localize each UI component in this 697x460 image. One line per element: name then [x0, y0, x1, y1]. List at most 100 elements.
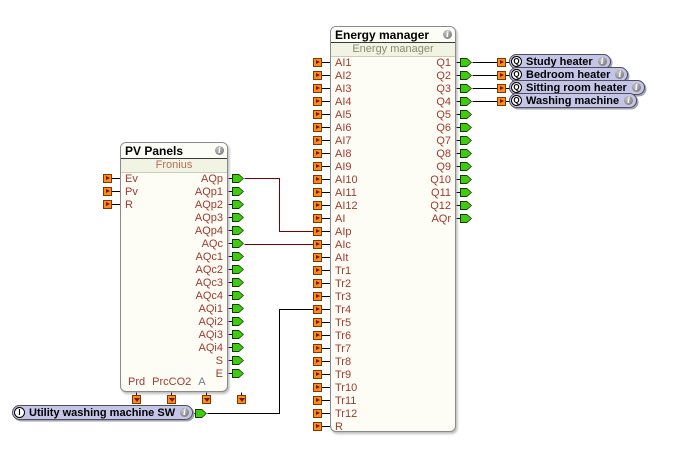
input-connector-Tr2[interactable]: [313, 279, 322, 288]
output-connector-AQp4[interactable]: [232, 226, 244, 235]
output-connector-Q6[interactable]: [460, 123, 472, 132]
bottom-connector-3[interactable]: [237, 395, 246, 404]
bottom-connector-0[interactable]: [132, 395, 141, 404]
output-connector-Q5[interactable]: [460, 110, 472, 119]
info-icon[interactable]: i: [631, 83, 641, 92]
input-connector-AI1[interactable]: [313, 58, 322, 67]
info-icon[interactable]: i: [597, 57, 607, 66]
block-title: PV Panels: [125, 143, 184, 158]
output-connector-S[interactable]: [232, 356, 244, 365]
output-connector-Q2[interactable]: [460, 71, 472, 80]
output-connector-AQi3[interactable]: [232, 330, 244, 339]
output-connector-AQp[interactable]: [232, 174, 244, 183]
info-icon[interactable]: i: [443, 30, 452, 39]
output-connector-AQc4[interactable]: [232, 291, 244, 300]
info-icon[interactable]: i: [215, 146, 224, 155]
output-connector-AQc1[interactable]: [232, 252, 244, 261]
output-connector-AQi2[interactable]: [232, 317, 244, 326]
info-icon[interactable]: i: [615, 70, 625, 79]
label-input-connector-0[interactable]: [497, 58, 506, 67]
input-connector-AI2[interactable]: [313, 71, 322, 80]
output-connector-AQp2[interactable]: [232, 200, 244, 209]
input-connector-AI[interactable]: [313, 214, 322, 223]
label-text: Washing machine: [526, 94, 620, 107]
port-label-Q10: Q10: [430, 174, 451, 186]
input-connector-Tr11[interactable]: [313, 396, 322, 405]
input-connector-Ev[interactable]: [103, 174, 112, 183]
block-subtitle: Fronius: [121, 159, 227, 173]
label-input-connector-3[interactable]: [497, 97, 506, 106]
input-connector-Tr12[interactable]: [313, 409, 322, 418]
port-label-Pv: Pv: [125, 186, 138, 198]
label-input-connector-1[interactable]: [497, 71, 506, 80]
output-connector-AQr[interactable]: [460, 214, 472, 223]
input-connector-R[interactable]: [313, 422, 322, 431]
port-label-AI11: AI11: [335, 187, 357, 199]
input-connector-Tr3[interactable]: [313, 292, 322, 301]
input-connector-Tr10[interactable]: [313, 383, 322, 392]
label-input-connector-2[interactable]: [497, 84, 506, 93]
port-label-Q4: Q4: [436, 96, 451, 108]
output-connector-AQp3[interactable]: [232, 213, 244, 222]
input-connector-AI9[interactable]: [313, 162, 322, 171]
output-connector-Q4[interactable]: [460, 97, 472, 106]
wire-pv.AQp-to-em.AIp[interactable]: [244, 178, 314, 232]
label-output-connector-0[interactable]: [195, 409, 207, 418]
input-connector-Tr6[interactable]: [313, 331, 322, 340]
output-connector-Q3[interactable]: [460, 84, 472, 93]
output-connector-AQp1[interactable]: [232, 187, 244, 196]
input-connector-Tr5[interactable]: [313, 318, 322, 327]
output-connector-Q12[interactable]: [460, 201, 472, 210]
output-connector-E[interactable]: [232, 369, 244, 378]
input-connector-AI4[interactable]: [313, 97, 322, 106]
output-connector-Q1[interactable]: [460, 58, 472, 67]
output-connector-AQc[interactable]: [232, 239, 244, 248]
input-connector-AI12[interactable]: [313, 201, 322, 210]
bottom-connector-1[interactable]: [167, 395, 176, 404]
input-connector-AIt[interactable]: [313, 253, 322, 262]
port-label-AIc: AIc: [335, 239, 351, 251]
input-connector-AI8[interactable]: [313, 149, 322, 158]
input-connector-AI5[interactable]: [313, 110, 322, 119]
input-connector-Tr8[interactable]: [313, 357, 322, 366]
input-connector-AI10[interactable]: [313, 175, 322, 184]
port-label-AQc4: AQc4: [195, 290, 223, 302]
output-connector-AQc2[interactable]: [232, 265, 244, 274]
input-connector-Tr4[interactable]: [313, 305, 322, 314]
output-connector-Q8[interactable]: [460, 149, 472, 158]
input-connector-Tr1[interactable]: [313, 266, 322, 275]
input-connector-AIc[interactable]: [313, 240, 322, 249]
output-connector-AQi4[interactable]: [232, 343, 244, 352]
port-label-AQi4: AQi4: [198, 342, 223, 354]
port-label-AQc: AQc: [201, 238, 223, 250]
output-connector-AQc3[interactable]: [232, 278, 244, 287]
bottom-connector-2[interactable]: [202, 395, 211, 404]
input-connector-AIp[interactable]: [313, 227, 322, 236]
input-connector-Pv[interactable]: [103, 187, 112, 196]
info-icon[interactable]: i: [624, 96, 634, 105]
port-label-Q5: Q5: [436, 109, 451, 121]
output-connector-Q11[interactable]: [460, 188, 472, 197]
output-connector-AQi1[interactable]: [232, 304, 244, 313]
input-connector-AI6[interactable]: [313, 123, 322, 132]
info-icon[interactable]: i: [180, 408, 190, 417]
input-connector-Tr7[interactable]: [313, 344, 322, 353]
input-connector-AI3[interactable]: [313, 84, 322, 93]
port-label-AQc2: AQc2: [195, 264, 223, 276]
output-connector-Q10[interactable]: [460, 175, 472, 184]
input-connector-R[interactable]: [103, 200, 112, 209]
port-label-AI: AI: [335, 213, 346, 225]
output-connector-Q7[interactable]: [460, 136, 472, 145]
input-connector-Tr9[interactable]: [313, 370, 322, 379]
input-connector-AI7[interactable]: [313, 136, 322, 145]
input-connector-AI11[interactable]: [313, 188, 322, 197]
output-connector-Q9[interactable]: [460, 162, 472, 171]
q-circle-icon: Q: [511, 69, 522, 80]
